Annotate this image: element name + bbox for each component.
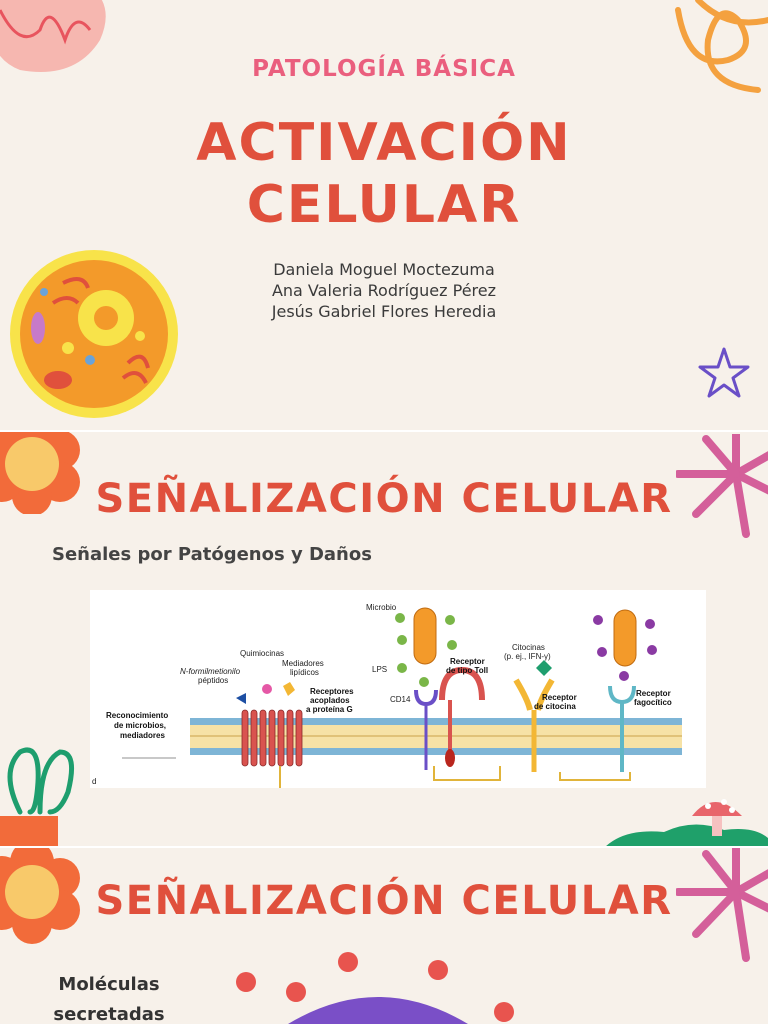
body-text: Moléculas secretadas (44, 970, 174, 1024)
star-icon (698, 347, 750, 398)
fig-label: mediadores (120, 731, 165, 740)
fig-label: Quimiocinas (240, 649, 284, 658)
fig-label: Microbio (366, 603, 397, 612)
fig-label: lipídicos (290, 668, 319, 677)
receptor-diagram: Reconocimiento de microbios, mediadores … (90, 590, 706, 788)
fig-label: péptidos (198, 676, 228, 685)
flower-icon (0, 432, 80, 514)
fig-label: Citocinas (512, 643, 545, 652)
main-title-line1: ACTIVACIÓN (196, 113, 572, 173)
fig-label: de citocina (534, 702, 576, 711)
signaling-slide-1: SEÑALIZACIÓN CELULAR Señales por Patógen… (0, 432, 768, 846)
section-subtitle: Señales por Patógenos y Daños (52, 544, 372, 565)
fig-label: Receptor (450, 657, 485, 666)
animal-cell-icon (10, 250, 178, 418)
fig-label: acoplados (310, 696, 350, 705)
slide-divider (0, 430, 768, 432)
title-slide: PATOLOGÍA BÁSICA ACTIVACIÓN CELULAR Dani… (0, 0, 768, 430)
course-subtitle: PATOLOGÍA BÁSICA (252, 56, 516, 82)
fig-panel-letter: d (92, 777, 96, 786)
fig-label: LPS (372, 665, 387, 674)
slide-divider (0, 846, 768, 848)
sparkle-flower-icon (676, 848, 768, 962)
fig-label: de microbios, (114, 721, 166, 730)
fig-label: Reconocimiento (106, 711, 168, 720)
section-title: SEÑALIZACIÓN CELULAR (95, 878, 673, 924)
fig-label: Receptor (542, 693, 577, 702)
section-title: SEÑALIZACIÓN CELULAR (95, 476, 673, 522)
fig-label: Mediadores (282, 659, 324, 668)
orange-loops-icon (675, 0, 768, 93)
main-title-line2: CELULAR (246, 175, 522, 235)
author-list: Daniela Moguel Moctezuma Ana Valeria Rod… (0, 259, 768, 322)
fig-label: CD14 (390, 695, 411, 704)
mushroom-icon (606, 799, 768, 846)
author-name: Jesús Gabriel Flores Heredia (271, 302, 497, 321)
main-title: ACTIVACIÓN CELULAR (0, 112, 768, 236)
pink-blob-icon (0, 0, 106, 72)
fig-label: fagocítico (634, 698, 672, 707)
fig-label: a proteína G (306, 705, 353, 714)
dots-icon (236, 952, 514, 1024)
fig-label: Receptor (636, 689, 671, 698)
author-name: Ana Valeria Rodríguez Pérez (271, 281, 497, 300)
signaling-slide-2: SEÑALIZACIÓN CELULAR Moléculas secretada… (0, 848, 768, 1024)
body-line: Moléculas (58, 974, 160, 995)
fig-label: de tipo Toll (446, 666, 488, 675)
plant-pot-icon (0, 747, 75, 846)
fig-label: (p. ej., IFN-γ) (504, 652, 551, 661)
fig-label: Receptores (310, 687, 354, 696)
author-name: Daniela Moguel Moctezuma (273, 260, 495, 279)
fig-label: N-formilmetionilo (180, 667, 241, 676)
sparkle-flower-icon (676, 434, 768, 538)
flower-icon (0, 848, 80, 944)
body-line: secretadas (53, 1004, 165, 1024)
